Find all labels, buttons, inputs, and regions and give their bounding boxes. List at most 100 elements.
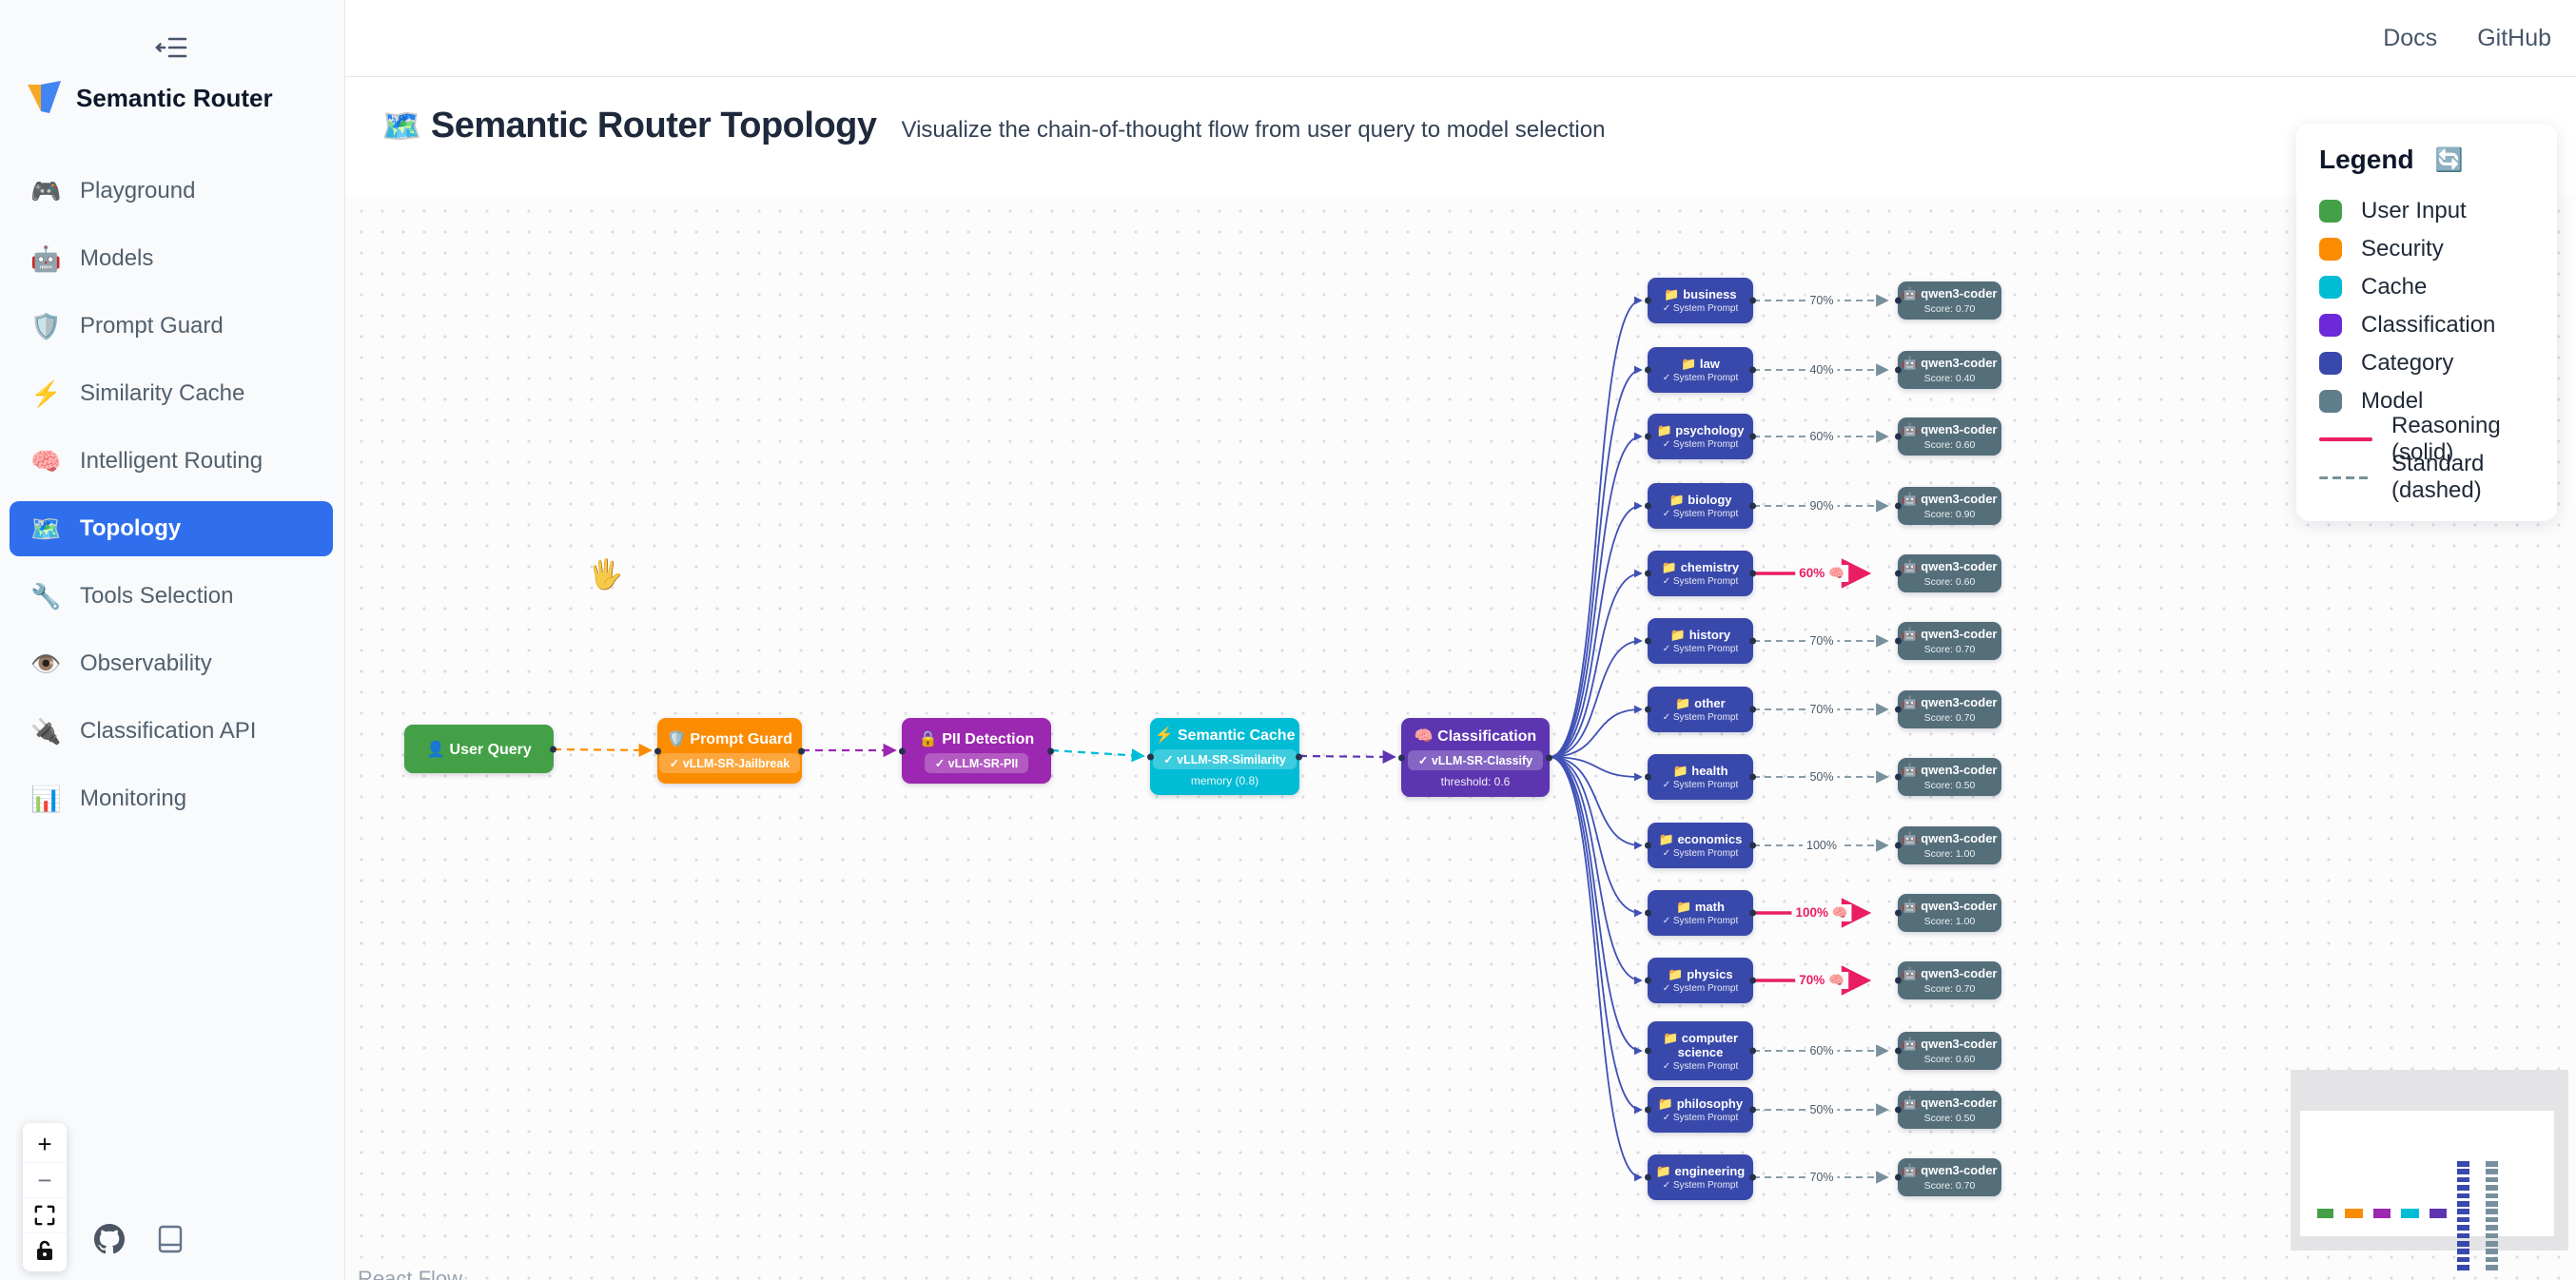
category-name: 📁 law	[1681, 357, 1720, 371]
sidebar-item-classification-api[interactable]: 🔌Classification API	[10, 704, 333, 759]
node-pii-detection[interactable]: 🔒 PII Detection✓ vLLM-SR-PII	[899, 718, 1054, 784]
target-handle	[1895, 502, 1902, 510]
sidebar-item-similarity-cache[interactable]: ⚡Similarity Cache	[10, 366, 333, 421]
legend-item-user-input: User Input	[2319, 192, 2534, 230]
docs-link[interactable]: Docs	[2383, 25, 2438, 51]
category-node-law[interactable]: 📁 law✓ System Prompt	[1645, 347, 1756, 393]
sidebar-item-topology[interactable]: 🗺️Topology	[10, 501, 333, 556]
zoom-out-button[interactable]: −	[23, 1162, 67, 1197]
category-node-math[interactable]: 📁 math✓ System Prompt	[1645, 890, 1756, 936]
sidebar-item-tools-selection[interactable]: 🔧Tools Selection	[10, 569, 333, 624]
sidebar-item-models[interactable]: 🤖Models	[10, 231, 333, 286]
model-score: Score: 0.60	[1923, 1054, 1976, 1065]
vllm-logo-icon	[28, 81, 61, 113]
category-name: 📁 biology	[1669, 493, 1732, 507]
node-badge: ✓ vLLM-SR-Similarity	[1153, 749, 1297, 769]
collapse-sidebar-icon[interactable]	[143, 29, 200, 67]
legend-edge-reasoning-solid: Reasoning (solid)	[2319, 413, 2534, 465]
category-node-biology[interactable]: 📁 biology ✓ System Prompt	[1645, 483, 1756, 529]
book-icon[interactable]	[154, 1223, 186, 1255]
category-subtext: ✓ System Prompt	[1662, 509, 1739, 519]
category-subtext: ✓ System Prompt	[1662, 916, 1739, 926]
category-node-business[interactable]: 📁 business✓ System Prompt	[1645, 278, 1756, 323]
classification-api-icon: 🔌	[30, 716, 62, 746]
zoom-in-button[interactable]: +	[37, 1130, 52, 1158]
model-score: Score: 0.70	[1923, 712, 1976, 724]
minimap-model-node	[2486, 1265, 2498, 1270]
category-node-engineering[interactable]: 📁 engineering✓ System Prompt	[1645, 1154, 1756, 1200]
category-subtext: ✓ System Prompt	[1662, 1180, 1739, 1191]
legend-label: User Input	[2361, 198, 2467, 223]
sidebar-item-intelligent-routing[interactable]: 🧠Intelligent Routing	[10, 434, 333, 489]
fit-view-button[interactable]	[23, 1197, 67, 1232]
minimap-pipeline-node	[2345, 1209, 2363, 1218]
model-name: 🤖 qwen3-coder	[1902, 831, 1998, 845]
minimap-category-node	[2457, 1176, 2469, 1183]
flow-canvas[interactable]: 👤 User Query 🛡️ Prompt Guard ✓ vLLM-SR-Jai…	[345, 195, 2576, 1280]
legend-title: Legend	[2319, 145, 2414, 174]
category-node-history[interactable]: 📁 history✓ System Prompt	[1645, 618, 1756, 664]
lock-button[interactable]	[23, 1232, 67, 1268]
node-prompt-guard[interactable]: 🛡️ Prompt Guard ✓ vLLM-SR-Jailbreak	[654, 718, 805, 784]
legend-item-model: Model	[2319, 382, 2534, 420]
github-link[interactable]: GitHub	[2477, 25, 2551, 51]
sidebar-item-observability[interactable]: 👁️Observability	[10, 636, 333, 691]
sidebar-item-prompt-guard[interactable]: 🛡️Prompt Guard	[10, 299, 333, 354]
model-score: Score: 0.50	[1923, 1113, 1976, 1124]
category-name: 📁 other	[1675, 696, 1726, 710]
node-title: 🛡️ Prompt Guard	[667, 730, 792, 747]
sidebar: Semantic Router 🎮Playground 🤖Models 🛡️Prom…	[0, 0, 345, 1280]
category-node-economics[interactable]: 📁 economics✓ System Prompt	[1645, 823, 1756, 868]
target-handle	[1895, 1106, 1902, 1114]
minimap[interactable]	[2291, 1070, 2568, 1270]
source-handle	[1749, 706, 1756, 713]
category-node-chemistry[interactable]: 📁 chemistry✓ System Prompt	[1645, 551, 1756, 596]
observability-icon: 👁️	[30, 649, 62, 678]
category-node-philosophy[interactable]: 📁 philosophy✓ System Prompt	[1645, 1087, 1756, 1133]
category-node-psychology[interactable]: 📁 psychology✓ System Prompt	[1645, 414, 1756, 459]
legend-item-category: Category	[2319, 344, 2534, 382]
category-subtext: ✓ System Prompt	[1662, 576, 1739, 587]
model-name: 🤖 qwen3-coder	[1902, 966, 1998, 980]
sidebar-item-monitoring[interactable]: 📊Monitoring	[10, 771, 333, 826]
category-node-physics[interactable]: 📁 physics✓ System Prompt	[1645, 958, 1756, 1003]
model-name: 🤖 qwen3-coder	[1902, 695, 1998, 709]
similarity-cache-icon: ⚡	[30, 378, 62, 408]
target-handle	[1645, 1106, 1651, 1114]
github-icon[interactable]	[93, 1223, 126, 1255]
sidebar-item-label: Intelligent Routing	[80, 448, 263, 474]
node-user-query[interactable]: 👤 User Query	[404, 725, 556, 773]
edge-label-business: 70%	[1805, 293, 1838, 308]
category-node-computer-science[interactable]: 📁 computer science✓ System Prompt	[1645, 1021, 1756, 1080]
sidebar-item-label: Prompt Guard	[80, 313, 224, 339]
minimap-viewport	[2300, 1111, 2554, 1270]
target-handle	[1645, 297, 1651, 304]
brand[interactable]: Semantic Router	[25, 80, 273, 116]
sidebar-item-playground[interactable]: 🎮Playground	[10, 164, 333, 219]
category-node-health[interactable]: 📁 health✓ System Prompt	[1645, 754, 1756, 800]
source-handle	[1047, 747, 1054, 754]
minimap-pipeline-node	[2430, 1209, 2447, 1218]
refresh-icon[interactable]: 🔄	[2434, 146, 2464, 173]
minimap-model-node	[2486, 1169, 2498, 1174]
node-badge: ✓ vLLM-SR-Jailbreak	[658, 752, 801, 773]
target-handle	[1147, 753, 1154, 760]
category-node-other[interactable]: 📁 other✓ System Prompt	[1645, 687, 1756, 732]
